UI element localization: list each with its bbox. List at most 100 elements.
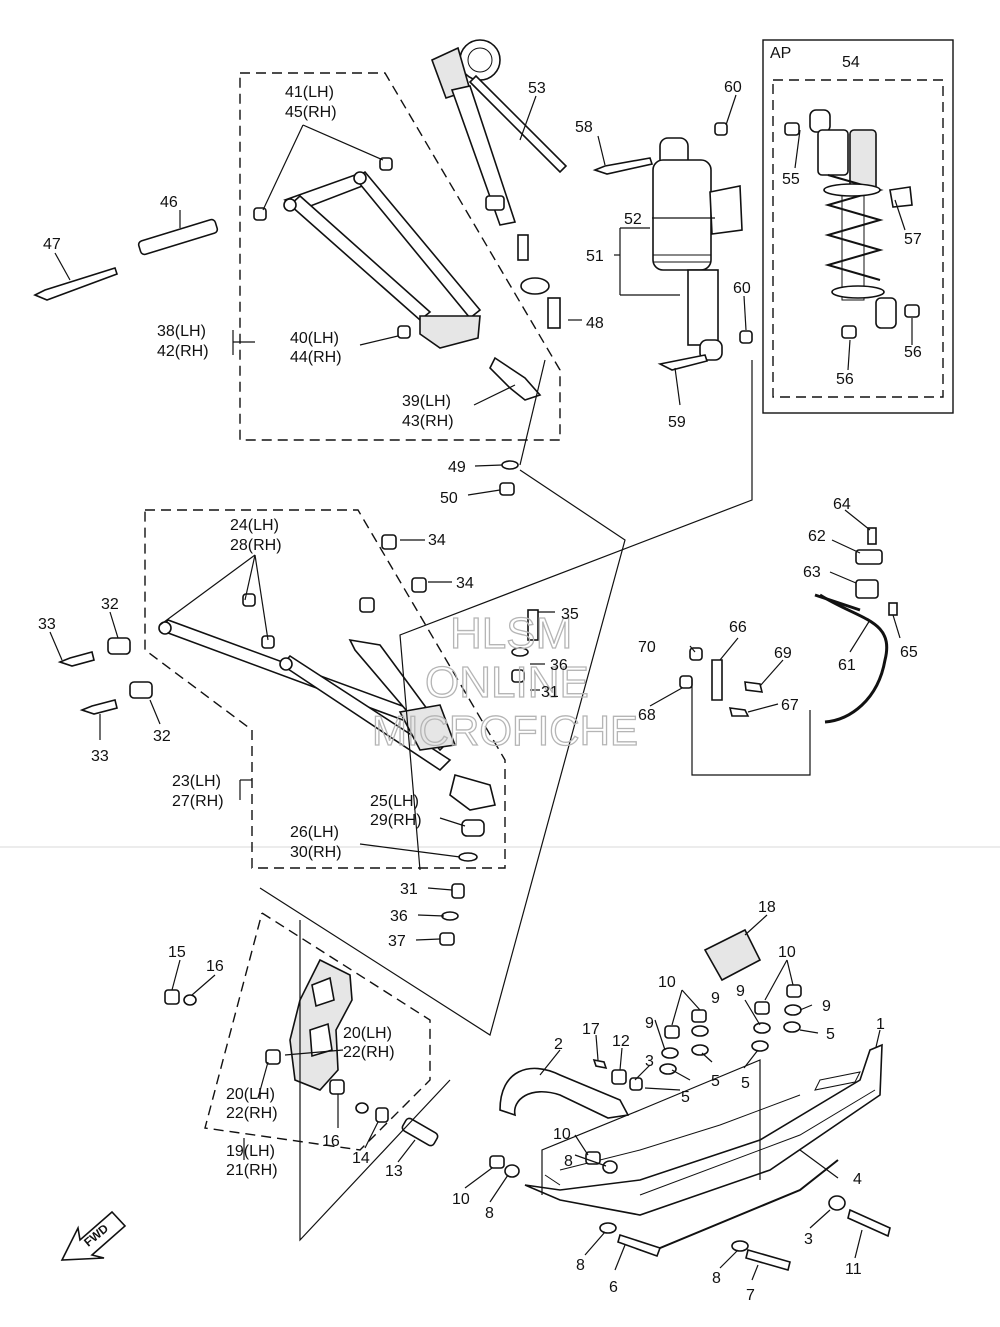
callout-label: 21(RH) (226, 1162, 278, 1179)
callout-label: 67 (781, 697, 799, 714)
callout-label: 60 (733, 280, 751, 297)
callout-label: 11 (845, 1261, 862, 1278)
forward-direction-arrow: FWD (60, 1210, 127, 1261)
washer-26-icon (458, 852, 478, 862)
callout-label: 70 (638, 639, 656, 656)
callout-label: 32 (101, 596, 119, 613)
callout-label: 66 (729, 619, 747, 636)
ski-spindle-icon (289, 958, 353, 1091)
bolt-33b-icon (79, 699, 118, 715)
callout-label: 39(LH) (402, 393, 451, 410)
lower-a-arm-icon (158, 619, 496, 811)
callout-label: 57 (904, 231, 922, 248)
callout-label: 31 (400, 881, 418, 898)
nut-10f-icon (664, 1025, 680, 1039)
callout-label: 47 (43, 236, 61, 253)
callout-label: 61 (838, 657, 856, 674)
inset-frame (762, 39, 954, 414)
collar-32b-icon (129, 681, 153, 699)
bushing-56a-icon (841, 325, 857, 339)
tie-rod-66-icon (711, 659, 723, 701)
callout-label: 8 (564, 1153, 573, 1170)
skag-wear-bar-18-icon (703, 928, 762, 982)
upper-a-arm-icon (283, 170, 482, 349)
callout-label: 45(RH) (285, 104, 337, 121)
washer-9d-icon (784, 1004, 802, 1016)
callout-label: 5 (826, 1026, 835, 1043)
ball-joint-39-icon (489, 356, 542, 401)
nut-68-icon (679, 675, 693, 689)
alt-shock-absorber-icon (809, 109, 897, 329)
washer-3a-icon (629, 1077, 643, 1091)
bolt-58-icon (592, 157, 654, 175)
callout-label: 22(RH) (226, 1105, 278, 1122)
nut-60a-icon (714, 122, 728, 136)
callout-label: 30(RH) (290, 844, 342, 861)
callout-label: 50 (440, 490, 458, 507)
leader-lines (49, 94, 901, 1281)
callout-label: 4 (853, 1171, 862, 1188)
collar-32a-icon (107, 637, 131, 655)
bolt-59-icon (657, 354, 709, 371)
collar-14-icon (375, 1107, 389, 1123)
watermark-line3: MICROFICHE (372, 707, 638, 754)
washer-8d-icon (602, 1160, 618, 1174)
inset-title: AP (770, 45, 791, 62)
callout-label: 19(LH) (226, 1143, 275, 1160)
callout-label: 5 (711, 1073, 720, 1090)
washer-5c-icon (751, 1040, 769, 1052)
callout-label: 52 (624, 211, 642, 228)
callout-label: 65 (900, 644, 918, 661)
callout-label: 27(RH) (172, 793, 224, 810)
callout-label: 22(RH) (343, 1044, 395, 1061)
bolt-35-icon (527, 609, 539, 641)
callout-label: 13 (385, 1163, 403, 1180)
callout-label: 64 (833, 496, 851, 513)
label-57-icon (889, 186, 913, 208)
upper-arm-group-outline (239, 72, 561, 441)
callout-label: 10 (452, 1191, 470, 1208)
callout-label: 42(RH) (157, 343, 209, 360)
ski-loop-61-icon (819, 593, 889, 724)
bolt-69-icon (744, 681, 764, 693)
callout-label: 59 (668, 414, 686, 431)
steering-stabilizer-icon (430, 39, 568, 295)
callout-label: 46 (160, 194, 178, 211)
nut-31a-icon (511, 669, 525, 683)
washer-9b-icon (691, 1025, 709, 1037)
callout-label: 63 (803, 564, 821, 581)
spindle-group-outline (204, 912, 431, 1151)
bracket-62-icon (855, 549, 883, 565)
bushing-34c-icon (359, 597, 375, 613)
callout-label: 44(RH) (290, 349, 342, 366)
washer-9a-icon (661, 1047, 679, 1059)
callout-label: 5 (741, 1075, 750, 1092)
washer-16b-icon (355, 1102, 369, 1114)
callout-label: 16 (322, 1133, 340, 1150)
bolt-7-icon (745, 1249, 791, 1271)
nut-10b-icon (585, 1151, 601, 1165)
callout-label: 29(RH) (370, 812, 422, 829)
collar-46-icon (137, 218, 219, 256)
callout-label: 48 (586, 315, 604, 332)
bushing-20a-icon (265, 1049, 281, 1065)
bushing-25-icon (461, 819, 485, 837)
callout-label: 40(LH) (290, 330, 339, 347)
callout-label: 14 (352, 1150, 370, 1167)
washer-8a-icon (599, 1222, 617, 1234)
callout-label: 26(LH) (290, 824, 339, 841)
washer-49-icon (501, 460, 519, 470)
callout-label: 24(LH) (230, 517, 279, 534)
callout-label: 56 (904, 344, 922, 361)
callout-label: 2 (554, 1036, 563, 1053)
callout-label: 38(LH) (157, 323, 206, 340)
bushing-45-icon (379, 157, 393, 171)
washer-8c-icon (504, 1164, 520, 1178)
callout-label: 36 (550, 657, 568, 674)
callout-label: 49 (448, 459, 466, 476)
screw-64-icon (867, 527, 877, 545)
callout-label: 69 (774, 645, 792, 662)
nut-50-icon (499, 482, 515, 496)
callout-label: 9 (711, 990, 720, 1007)
callout-label: 58 (575, 119, 593, 136)
